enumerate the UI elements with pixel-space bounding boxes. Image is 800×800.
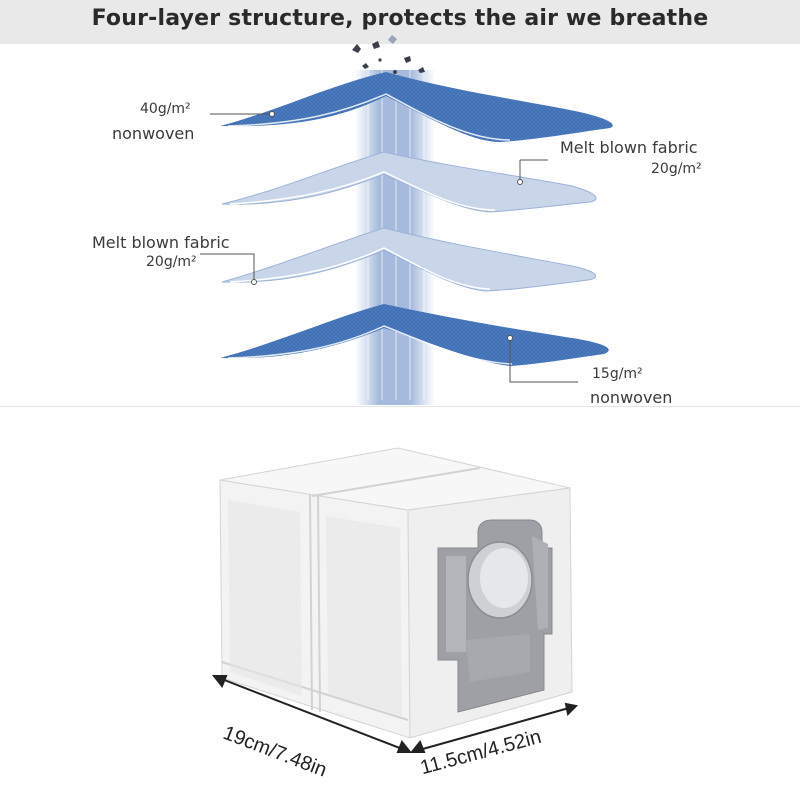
layer-2-meltblown — [221, 151, 597, 213]
layer-3-meltblown — [221, 227, 597, 292]
bag-plate — [437, 519, 553, 713]
layer-3-weight: 20g/m² — [146, 254, 197, 270]
bag-shading — [228, 500, 402, 716]
layer-1-name: nonwoven — [112, 124, 195, 143]
dimension-line-width — [409, 702, 579, 753]
leader-lines — [200, 113, 578, 383]
page-title: Four-layer structure, protects the air w… — [91, 6, 709, 31]
layer-2-weight: 20g/m² — [651, 161, 702, 177]
dust-particles — [352, 35, 430, 98]
header-band — [0, 0, 800, 44]
leader-dots — [251, 111, 523, 341]
layer-4-name: nonwoven — [590, 388, 673, 407]
layer-1-nonwoven — [220, 72, 613, 142]
dimension-line-length — [211, 675, 413, 753]
layer-3-name: Melt blown fabric — [92, 233, 230, 252]
layer-2-name: Melt blown fabric — [560, 138, 698, 157]
layer-1-weight: 40g/m² — [140, 101, 191, 117]
section-divider — [0, 406, 800, 407]
layer-4-nonwoven — [220, 304, 609, 366]
layer-4-weight: 15g/m² — [592, 366, 643, 382]
